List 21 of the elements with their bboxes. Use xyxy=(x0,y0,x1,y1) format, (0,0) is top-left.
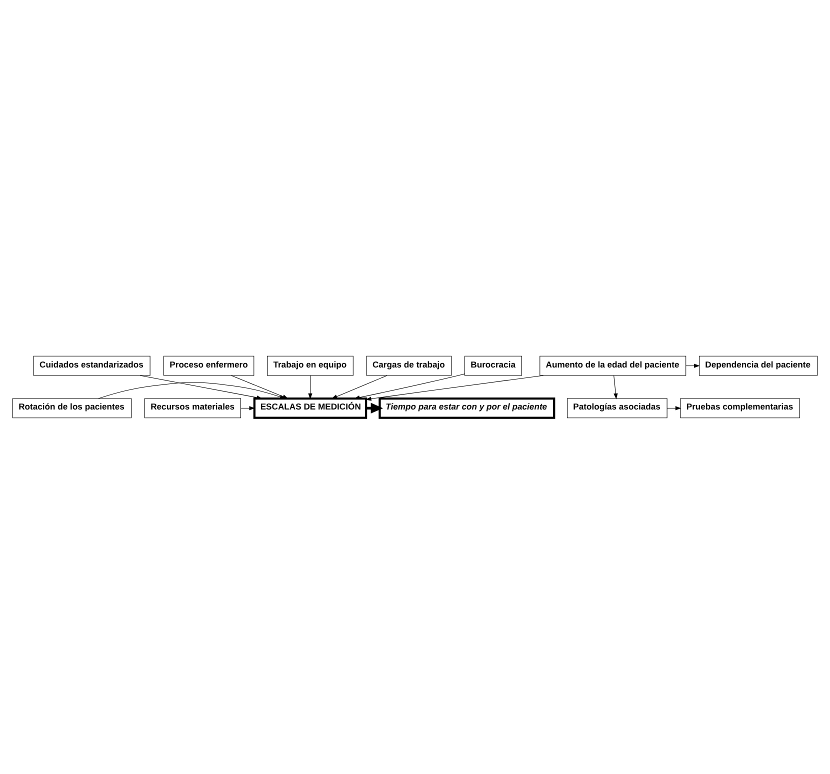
node-box: Burocracia xyxy=(464,356,522,376)
node-box: ESCALAS DE MEDICIÓN xyxy=(253,397,368,419)
arrow xyxy=(666,406,682,410)
arrow xyxy=(98,382,286,399)
arrow xyxy=(308,375,312,400)
node-box: Tiempo para estar con y por el paciente xyxy=(378,397,556,419)
node-box: Cuidados estandarizados xyxy=(33,356,150,376)
node-box: Patologías asociadas xyxy=(566,398,668,418)
arrow xyxy=(614,375,618,400)
arrow xyxy=(140,375,263,400)
node-box: Rotación de los pacientes xyxy=(12,398,132,418)
node-box: Recursos materiales xyxy=(144,398,242,418)
arrow xyxy=(365,375,544,401)
node-box: Aumento de la edad del paciente xyxy=(540,356,686,376)
node-box: Proceso enfermero xyxy=(163,356,254,376)
node-box: Trabajo en equipo xyxy=(267,356,354,376)
node-box: Dependencia del paciente xyxy=(698,356,818,376)
arrow xyxy=(354,374,465,400)
arrow xyxy=(331,375,388,399)
node-box: Cargas de trabajo xyxy=(366,356,452,376)
node-box: Pruebas complementarias xyxy=(680,398,800,418)
